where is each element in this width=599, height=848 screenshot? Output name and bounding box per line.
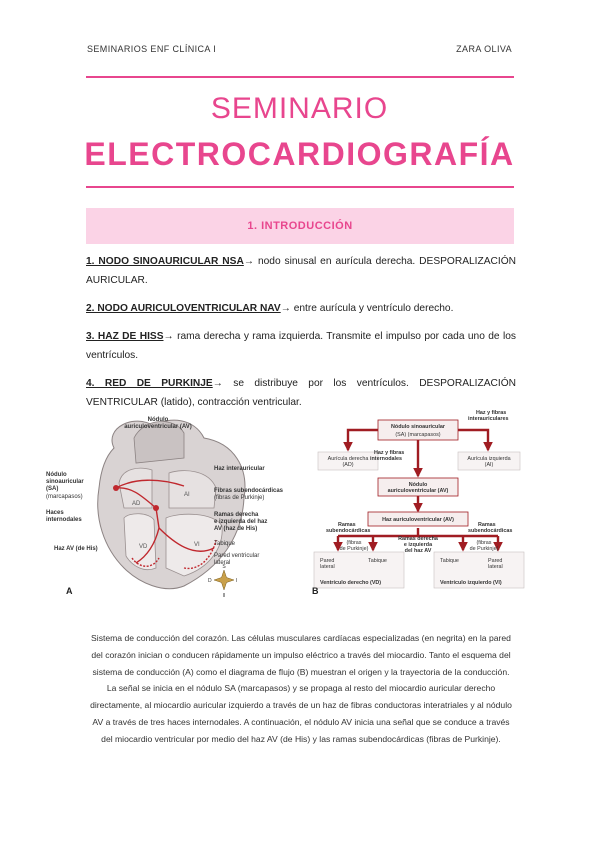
label-sa: Nódulo sinoauricular xyxy=(391,424,446,430)
title-seminario: SEMINARIO xyxy=(210,92,389,125)
heart-shape xyxy=(97,419,246,590)
panel-letter-b: B xyxy=(312,586,319,596)
item-text: → nodo sinusal en aurícula derecha. DESP… xyxy=(86,256,516,286)
item-text: → rama derecha y rama izquierda. Transmi… xyxy=(86,331,516,361)
item-term: 2. NODO AURICULOVENTRICULAR NAV xyxy=(86,303,281,314)
label-vd: VD xyxy=(139,544,148,550)
label-vi: VI xyxy=(194,542,200,548)
label-haz-av: Haz AV (de His) xyxy=(54,546,98,552)
header-author: ZARA OLIVA xyxy=(456,44,512,54)
panel-letter-a: A xyxy=(66,586,73,596)
item-text: → se distribuye por los ventrículos. DES… xyxy=(86,378,516,408)
conduction-flow-diagram: Nódulo sinoauricular (SA) (marcapasos) H… xyxy=(312,410,525,596)
label-interauricular: Haz interauricular xyxy=(214,466,265,472)
list-item: 4. RED DE PURKINJE→ se distribuye por lo… xyxy=(86,374,516,412)
item-term: 3. HAZ DE HISS xyxy=(86,331,164,342)
label-subendo-sub: (fibras de Purkinje) xyxy=(214,495,264,501)
label-tabique-l: Tabique xyxy=(368,558,387,564)
conduction-items: 1. NODO SINOAURICULAR NSA→ nodo sinusal … xyxy=(86,252,516,421)
list-item: 1. NODO SINOAURICULAR NSA→ nodo sinusal … xyxy=(86,252,516,290)
label-tabique: Tabique xyxy=(214,541,236,547)
label-sa-sub: (marcapasos) xyxy=(46,494,83,500)
label-ad: AD xyxy=(132,501,141,507)
section-heading: 1. INTRODUCCIÓN xyxy=(86,208,514,244)
label-vd: Ventrículo derecho (VD) xyxy=(320,580,381,586)
item-term: 1. NODO SINOAURICULAR NSA xyxy=(86,256,244,267)
label-ad: Aurícula derecha(AD) xyxy=(328,456,369,468)
label-haz-av: Haz auriculoventricular (AV) xyxy=(382,517,454,523)
compass-icon: S D I II xyxy=(208,564,237,598)
flow-arrows xyxy=(333,428,503,552)
conduction-pathway xyxy=(115,479,217,570)
page-header: SEMINARIOS ENF CLÍNICA I ZARA OLIVA xyxy=(87,44,512,58)
compass-d: D xyxy=(208,578,212,584)
top-divider xyxy=(86,76,514,78)
label-ai: Aurícula izquierda(AI) xyxy=(467,456,510,468)
compass-s: S xyxy=(222,564,226,570)
item-term: 4. RED DE PURKINJE xyxy=(86,378,213,389)
av-node-dot xyxy=(153,505,159,511)
figure-caption: Sistema de conducción del corazón. Las c… xyxy=(90,633,512,744)
bottom-divider xyxy=(86,186,514,188)
label-subendo: Fibras subendocárdicas xyxy=(214,488,284,494)
label-ai: AI xyxy=(184,492,190,498)
item-text: → entre aurícula y ventrículo derecho. xyxy=(280,303,454,314)
list-item: 3. HAZ DE HISS→ rama derecha y rama izqu… xyxy=(86,327,516,365)
label-tabique-r: Tabique xyxy=(440,558,459,564)
compass-i: I xyxy=(236,578,237,584)
compass-ii: II xyxy=(223,593,226,598)
title-electrocardiografia: ELECTROCARDIOGRAFÍA xyxy=(84,136,515,172)
flow-boxes xyxy=(313,419,525,589)
label-vi: Ventrículo izquierdo (VI) xyxy=(440,580,502,586)
header-course: SEMINARIOS ENF CLÍNICA I xyxy=(87,44,217,54)
label-sa-sub: (SA) (marcapasos) xyxy=(395,432,440,438)
sa-node-dot xyxy=(113,485,119,491)
list-item: 2. NODO AURICULOVENTRICULAR NAV→ entre a… xyxy=(86,299,516,318)
